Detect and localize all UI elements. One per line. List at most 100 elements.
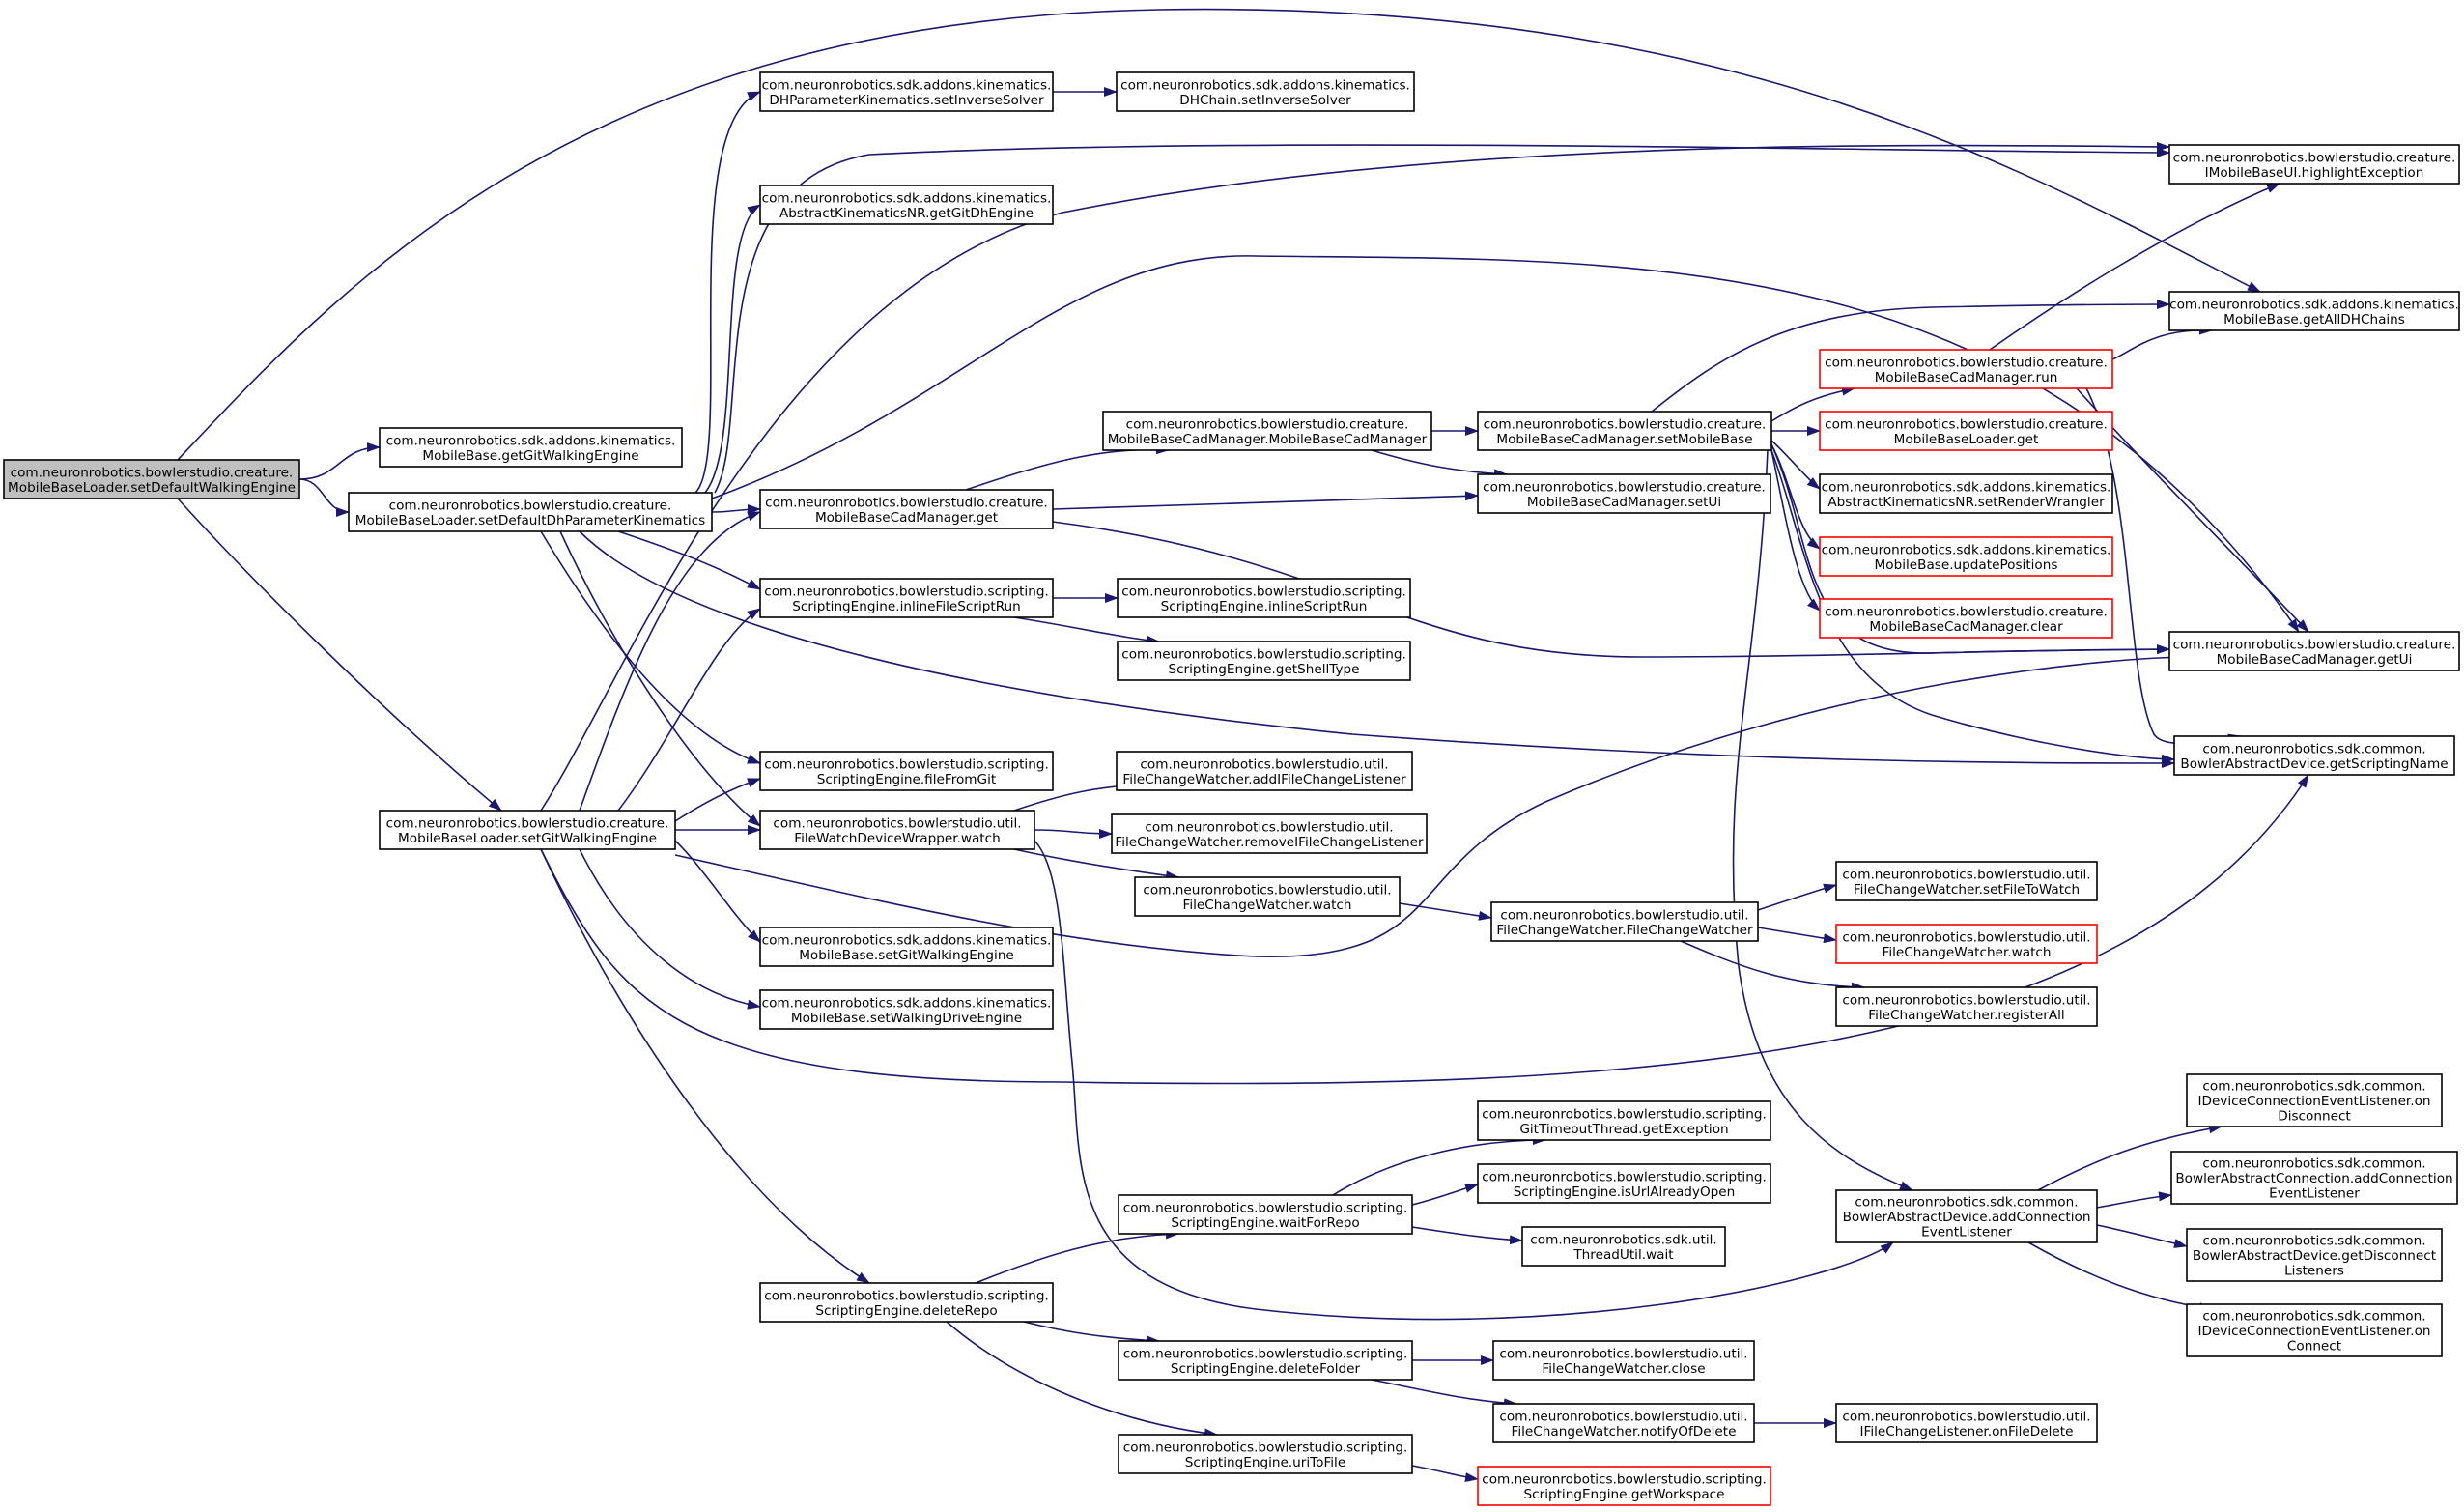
graph-node-n22[interactable]: com.neuronrobotics.bowlerstudio.scriptin… xyxy=(1118,1434,1413,1474)
graph-node-n5[interactable]: com.neuronrobotics.sdk.addons.kinematics… xyxy=(759,185,1054,225)
graph-node-n48[interactable]: com.neuronrobotics.sdk.common.BowlerAbst… xyxy=(2186,1228,2443,1282)
node-label-line: com.neuronrobotics.bowlerstudio.creature… xyxy=(1825,416,2108,432)
graph-node-n23[interactable]: com.neuronrobotics.bowlerstudio.creature… xyxy=(1477,411,1772,451)
graph-node-n29[interactable]: com.neuronrobotics.bowlerstudio.util.Fil… xyxy=(1492,1340,1755,1381)
node-box xyxy=(2173,735,2455,776)
graph-node-n11[interactable]: com.neuronrobotics.sdk.addons.kinematics… xyxy=(759,989,1054,1030)
node-label-line: MobileBase.getAllDHChains xyxy=(2223,312,2405,328)
node-box xyxy=(1116,751,1413,791)
node-box xyxy=(1117,578,1411,618)
graph-node-n37[interactable]: com.neuronrobotics.bowlerstudio.util.Fil… xyxy=(1835,861,2098,901)
graph-node-n31[interactable]: com.neuronrobotics.bowlerstudio.scriptin… xyxy=(1477,1466,1771,1506)
graph-node-n12[interactable]: com.neuronrobotics.bowlerstudio.scriptin… xyxy=(759,1282,1054,1323)
graph-node-n43[interactable]: com.neuronrobotics.sdk.addons.kinematics… xyxy=(2168,291,2460,331)
graph-node-n15[interactable]: com.neuronrobotics.bowlerstudio.scriptin… xyxy=(1117,578,1411,618)
edge-n40-to-n49 xyxy=(2027,1241,2213,1313)
node-label-line: FileChangeWatcher.addIFileChangeListener xyxy=(1122,772,1406,787)
node-label-line: FileChangeWatcher.registerAll xyxy=(1868,1008,2064,1023)
node-label-line: FileChangeWatcher.notifyOfDelete xyxy=(1512,1424,1737,1440)
edge-n7-to-n16 xyxy=(1013,616,1160,645)
graph-node-n36[interactable]: com.neuronrobotics.bowlerstudio.creature… xyxy=(1819,598,2113,639)
node-label-line: com.neuronrobotics.bowlerstudio.scriptin… xyxy=(1123,1440,1408,1455)
graph-node-n13[interactable]: com.neuronrobotics.sdk.addons.kinematics… xyxy=(1116,71,1415,112)
graph-node-n4[interactable]: com.neuronrobotics.sdk.addons.kinematics… xyxy=(759,71,1054,112)
graph-node-n20[interactable]: com.neuronrobotics.bowlerstudio.scriptin… xyxy=(1118,1194,1413,1235)
call-edges xyxy=(177,8,2309,1483)
graph-node-n18[interactable]: com.neuronrobotics.bowlerstudio.util.Fil… xyxy=(1111,813,1428,854)
edge-n9-to-n19 xyxy=(1013,848,1179,881)
graph-node-n28[interactable]: com.neuronrobotics.sdk.util.ThreadUtil.w… xyxy=(1521,1226,1726,1267)
node-box xyxy=(379,810,676,850)
graph-node-n14[interactable]: com.neuronrobotics.bowlerstudio.creature… xyxy=(1102,411,1432,451)
graph-node-n41[interactable]: com.neuronrobotics.bowlerstudio.util.IFi… xyxy=(1835,1403,2098,1443)
node-label-line: ScriptingEngine.getWorkspace xyxy=(1524,1487,1725,1502)
node-label-line: AbstractKinematicsNR.getGitDhEngine xyxy=(779,206,1034,221)
node-label-line: MobileBaseCadManager.get xyxy=(815,510,998,526)
graph-node-n16[interactable]: com.neuronrobotics.bowlerstudio.scriptin… xyxy=(1117,641,1411,681)
graph-node-n32[interactable]: com.neuronrobotics.bowlerstudio.creature… xyxy=(1819,349,2113,389)
graph-node-n1[interactable]: com.neuronrobotics.sdk.addons.kinematics… xyxy=(379,427,683,468)
node-label-line: com.neuronrobotics.sdk.addons.kinematics… xyxy=(1822,542,2111,557)
graph-node-n34[interactable]: com.neuronrobotics.sdk.addons.kinematics… xyxy=(1819,473,2113,514)
graph-node-n35[interactable]: com.neuronrobotics.sdk.addons.kinematics… xyxy=(1819,536,2113,577)
graph-node-n45[interactable]: com.neuronrobotics.sdk.common.BowlerAbst… xyxy=(2173,735,2455,776)
node-label-line: com.neuronrobotics.bowlerstudio.creature… xyxy=(1825,604,2108,619)
graph-node-n42[interactable]: com.neuronrobotics.bowlerstudio.creature… xyxy=(2168,144,2460,185)
graph-node-n44[interactable]: com.neuronrobotics.bowlerstudio.creature… xyxy=(2168,631,2460,671)
graph-node-n3[interactable]: com.neuronrobotics.bowlerstudio.creature… xyxy=(379,810,676,850)
graph-node-n46[interactable]: com.neuronrobotics.sdk.common.IDeviceCon… xyxy=(2186,1073,2443,1127)
graph-node-n49[interactable]: com.neuronrobotics.sdk.common.IDeviceCon… xyxy=(2186,1303,2443,1357)
node-label-line: IDeviceConnectionEventListener.on xyxy=(2197,1094,2430,1109)
node-box xyxy=(1477,1163,1771,1204)
edge-n19-to-n25 xyxy=(1399,902,1492,921)
node-label-line: com.neuronrobotics.sdk.util. xyxy=(1530,1232,1716,1247)
graph-node-n0[interactable]: com.neuronrobotics.bowlerstudio.creature… xyxy=(3,459,300,499)
node-label-line: FileChangeWatcher.watch xyxy=(1182,898,1351,913)
node-label-line: com.neuronrobotics.bowlerstudio.util. xyxy=(1842,867,2090,882)
node-box xyxy=(1819,598,2113,639)
node-label-line: com.neuronrobotics.sdk.addons.kinematics… xyxy=(1120,77,1410,93)
node-label-line: com.neuronrobotics.bowlerstudio.scriptin… xyxy=(764,1288,1049,1303)
graph-node-n6[interactable]: com.neuronrobotics.bowlerstudio.creature… xyxy=(759,489,1054,529)
graph-node-n26[interactable]: com.neuronrobotics.bowlerstudio.scriptin… xyxy=(1477,1100,1771,1141)
edge-n0-to-n1 xyxy=(298,442,381,480)
node-box xyxy=(1819,411,2113,451)
graph-node-n21[interactable]: com.neuronrobotics.bowlerstudio.scriptin… xyxy=(1118,1340,1413,1381)
node-label-line: com.neuronrobotics.bowlerstudio.scriptin… xyxy=(1121,646,1406,662)
graph-node-n25[interactable]: com.neuronrobotics.bowlerstudio.util.Fil… xyxy=(1490,901,1759,942)
node-label-line: BowlerAbstractDevice.addConnection xyxy=(1843,1210,2091,1225)
graph-node-n47[interactable]: com.neuronrobotics.sdk.common.BowlerAbst… xyxy=(2170,1151,2458,1205)
graph-node-n40[interactable]: com.neuronrobotics.sdk.common.BowlerAbst… xyxy=(1835,1189,2098,1243)
graph-node-n19[interactable]: com.neuronrobotics.bowlerstudio.util.Fil… xyxy=(1134,876,1401,917)
graph-node-n9[interactable]: com.neuronrobotics.bowlerstudio.util.Fil… xyxy=(759,810,1035,850)
graph-node-n10[interactable]: com.neuronrobotics.sdk.addons.kinematics… xyxy=(759,927,1054,967)
node-label-line: com.neuronrobotics.sdk.common. xyxy=(2202,1079,2425,1095)
edge-n22-to-n31 xyxy=(1411,1465,1479,1483)
graph-node-n8[interactable]: com.neuronrobotics.bowlerstudio.scriptin… xyxy=(759,751,1054,791)
graph-node-n17[interactable]: com.neuronrobotics.bowlerstudio.util.Fil… xyxy=(1116,751,1413,791)
node-label-line: com.neuronrobotics.bowlerstudio.util. xyxy=(1842,1409,2090,1424)
node-label-line: com.neuronrobotics.bowlerstudio.scriptin… xyxy=(1482,1106,1767,1122)
node-box xyxy=(2170,1151,2458,1205)
edge-n3-to-n11 xyxy=(579,848,761,1010)
graph-node-n33[interactable]: com.neuronrobotics.bowlerstudio.creature… xyxy=(1819,411,2113,451)
edge-n20-to-n27 xyxy=(1411,1183,1479,1206)
node-label-line: Listeners xyxy=(2284,1264,2344,1279)
graph-node-n38[interactable]: com.neuronrobotics.bowlerstudio.util.Fil… xyxy=(1835,924,2098,964)
edge-n2-to-n42 xyxy=(714,144,2170,494)
graph-node-n27[interactable]: com.neuronrobotics.bowlerstudio.scriptin… xyxy=(1477,1163,1771,1204)
graph-node-n30[interactable]: com.neuronrobotics.bowlerstudio.util.Fil… xyxy=(1492,1403,1755,1443)
edge-n0-to-n3 xyxy=(177,498,502,812)
graph-node-n2[interactable]: com.neuronrobotics.bowlerstudio.creature… xyxy=(348,492,713,532)
edge-n40-to-n47 xyxy=(2096,1191,2172,1209)
node-box xyxy=(1118,1340,1413,1381)
node-box xyxy=(348,492,713,532)
node-label-line: com.neuronrobotics.bowlerstudio.creature… xyxy=(1825,355,2108,370)
edge-n40-to-n48 xyxy=(2096,1224,2188,1248)
graph-node-n24[interactable]: com.neuronrobotics.bowlerstudio.creature… xyxy=(1477,473,1771,514)
graph-node-n7[interactable]: com.neuronrobotics.bowlerstudio.scriptin… xyxy=(759,578,1054,618)
graph-node-n39[interactable]: com.neuronrobotics.bowlerstudio.util.Fil… xyxy=(1835,986,2098,1027)
node-label-line: MobileBaseCadManager.getUi xyxy=(2217,652,2413,668)
edge-n23-to-n43 xyxy=(1651,300,2170,413)
node-label-line: MobileBaseCadManager.MobileBaseCadManage… xyxy=(1108,432,1428,447)
